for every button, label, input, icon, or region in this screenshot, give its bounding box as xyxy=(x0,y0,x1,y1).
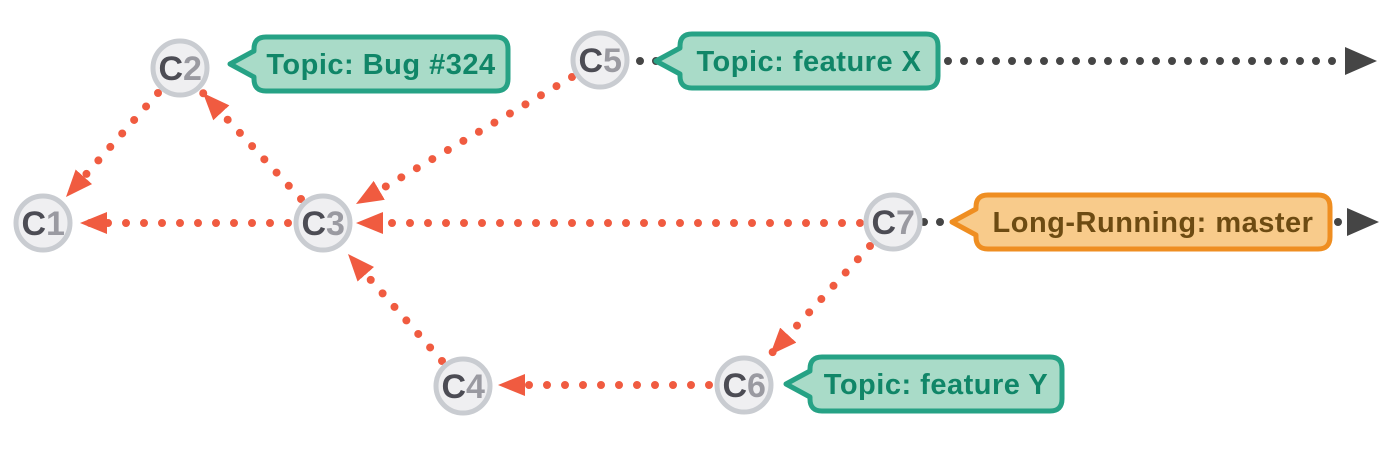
commit-node-c2-num: 2 xyxy=(183,50,202,88)
commit-node-c1-letter: C xyxy=(21,205,46,243)
commit-node-c3: C 3 xyxy=(293,193,353,253)
commit-node-c5: C 5 xyxy=(570,30,630,90)
branch-label-bug-324-text: Topic: Bug #324 xyxy=(266,49,495,81)
branch-label-feature-y-text: Topic: feature Y xyxy=(824,369,1048,401)
commit-node-c1-num: 1 xyxy=(46,205,65,243)
commit-node-c4-num: 4 xyxy=(466,368,485,406)
branch-label-master: Long-Running: master xyxy=(949,192,1333,252)
commit-node-c3-letter: C xyxy=(301,205,326,243)
commit-node-c2-letter: C xyxy=(158,50,183,88)
branch-label-feature-x-text: Topic: feature X xyxy=(697,46,922,78)
commit-node-c7-letter: C xyxy=(871,204,896,242)
commit-node-c6-num: 6 xyxy=(747,367,766,405)
edge-c3-to-c2 xyxy=(199,89,305,203)
edge-c4-to-c3 xyxy=(344,250,446,365)
commit-node-c7: C 7 xyxy=(863,192,923,252)
commit-node-c1: C 1 xyxy=(13,193,73,253)
branch-label-feature-y: Topic: feature Y xyxy=(783,354,1065,414)
commit-node-c3-num: 3 xyxy=(326,205,345,243)
edge-c5-to-c3 xyxy=(352,73,576,208)
commit-node-c5-num: 5 xyxy=(603,42,622,80)
commit-node-c5-letter: C xyxy=(578,42,603,80)
branch-label-feature-x: Topic: feature X xyxy=(653,31,941,91)
edge-c2-to-c1 xyxy=(62,89,162,201)
future-arrow-icon-feature-x xyxy=(1345,47,1377,75)
branch-label-bug-324: Topic: Bug #324 xyxy=(227,34,511,94)
edge-c7-to-c6 xyxy=(766,242,874,359)
commit-node-c6: C 6 xyxy=(714,355,774,415)
commit-node-c2: C 2 xyxy=(150,38,210,98)
commit-node-c7-num: 7 xyxy=(896,204,915,242)
future-arrow-icon-master xyxy=(1347,208,1379,236)
branch-label-master-text: Long-Running: master xyxy=(993,207,1314,239)
commit-node-c6-letter: C xyxy=(722,367,747,405)
commit-node-c4-letter: C xyxy=(441,368,466,406)
commit-node-c4: C 4 xyxy=(433,356,493,416)
